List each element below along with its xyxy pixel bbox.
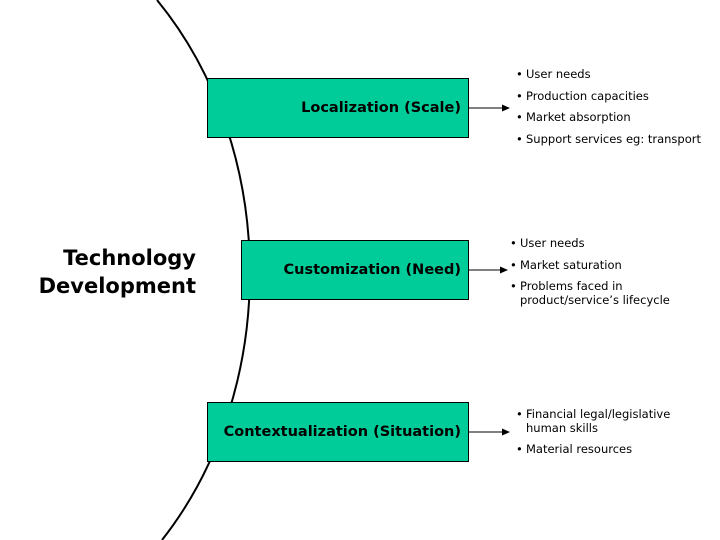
bullet-item: Support services eg: transport	[516, 132, 716, 147]
bullet-item: Market saturation	[510, 258, 716, 273]
bullet-list-contextualization: Financial legal/legislative human skills…	[516, 407, 712, 463]
connector-arrow-contextualization	[469, 428, 510, 436]
bullet-item: User needs	[516, 67, 716, 82]
bullet-item: User needs	[510, 236, 716, 251]
stage-label-customization: Customization (Need)	[283, 262, 461, 278]
stage-box-customization: Customization (Need)	[241, 240, 469, 300]
connector-arrow-localization	[469, 104, 510, 112]
stage-label-contextualization: Contextualization (Situation)	[223, 424, 461, 440]
stage-label-localization: Localization (Scale)	[301, 100, 461, 116]
connector-arrow-customization	[469, 266, 508, 274]
bullet-item: Problems faced in product/service’s life…	[510, 279, 716, 307]
bullet-list-customization: User needs Market saturation Problems fa…	[510, 236, 716, 314]
bullet-list-localization: User needs Production capacities Market …	[516, 67, 716, 153]
bullet-item: Production capacities	[516, 89, 716, 104]
title-text: Technology Development	[38, 246, 196, 298]
bullet-item: Market absorption	[516, 110, 716, 125]
stage-box-contextualization: Contextualization (Situation)	[207, 402, 469, 462]
bullet-item: Financial legal/legislative human skills	[516, 407, 712, 435]
bullet-item: Material resources	[516, 442, 712, 457]
stage-box-localization: Localization (Scale)	[207, 78, 469, 138]
technology-development-title: Technology Development	[20, 244, 196, 300]
